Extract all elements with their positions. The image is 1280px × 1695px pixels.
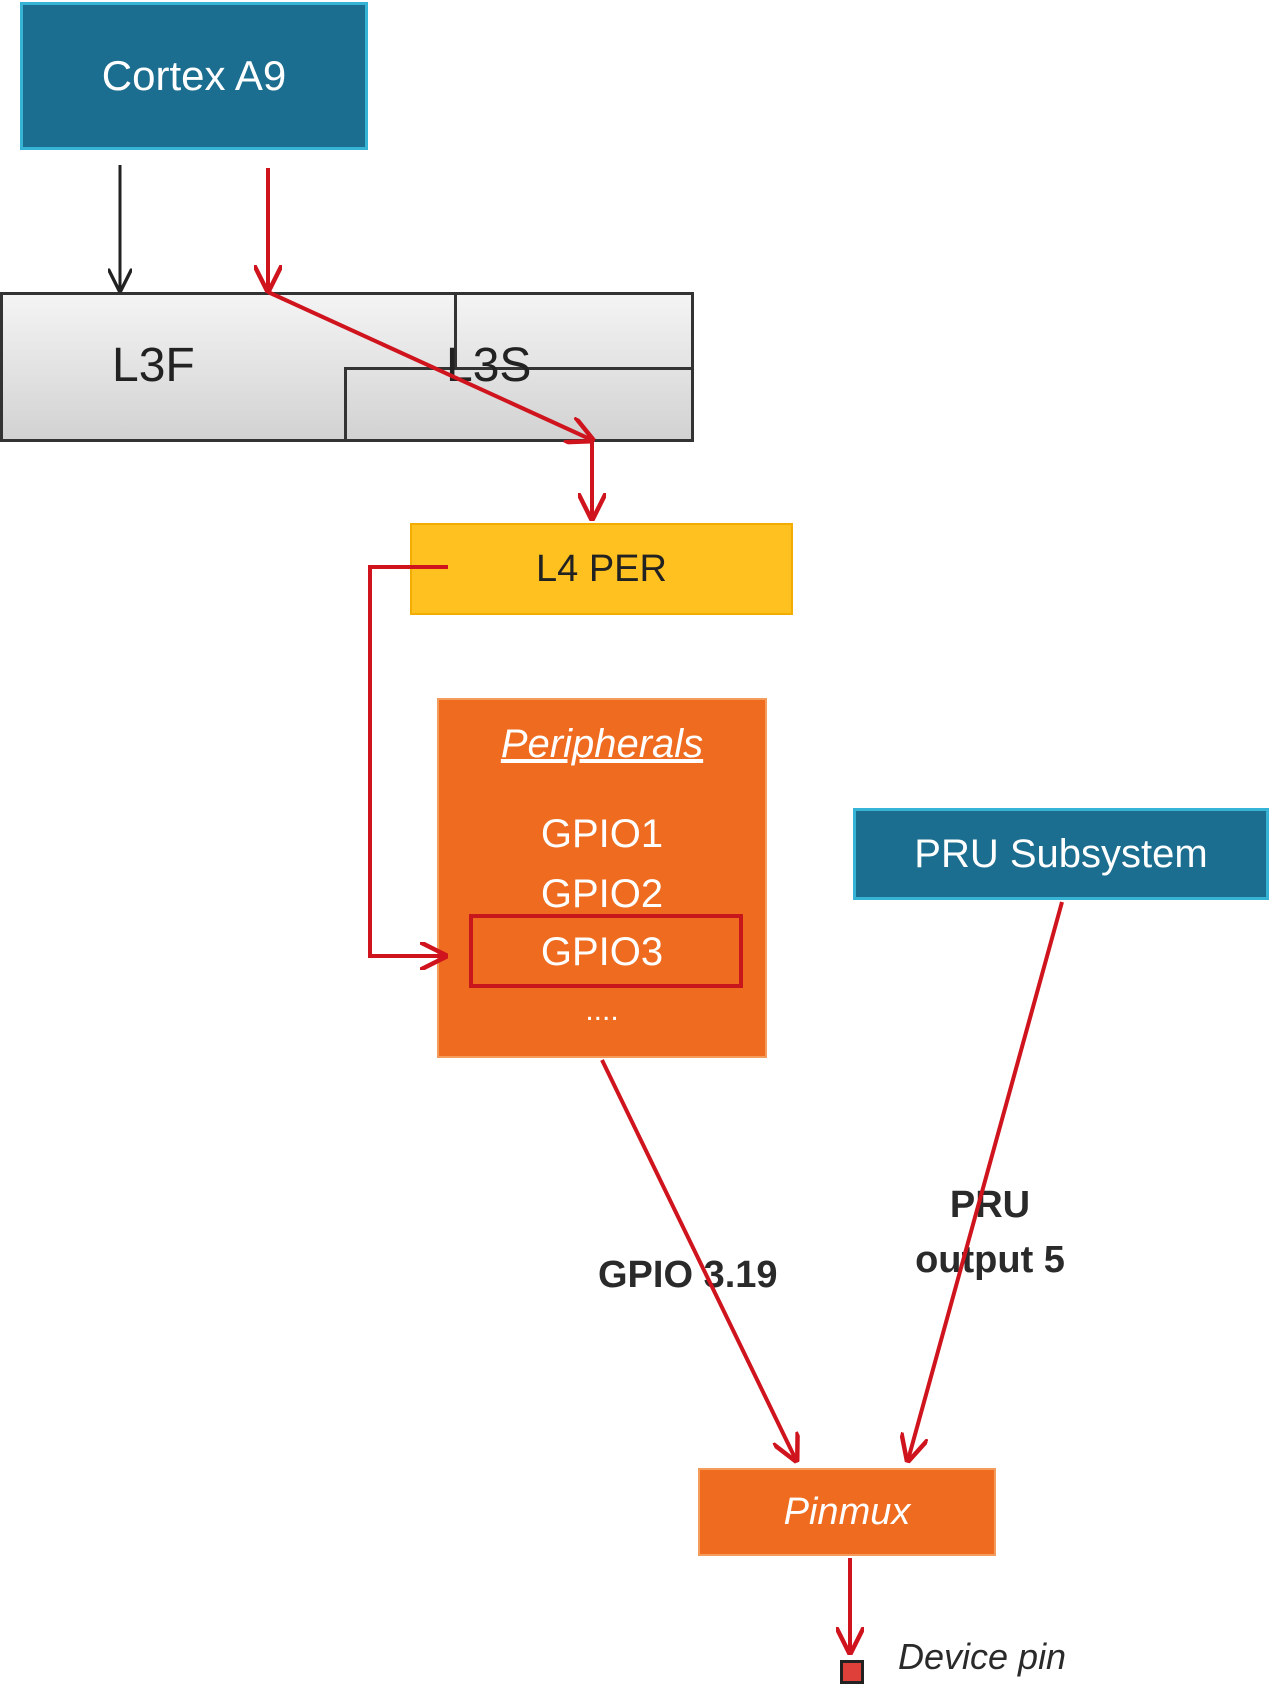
pru-output-label-line2: output 5 — [915, 1239, 1065, 1282]
l3s-label: L3S — [446, 339, 532, 392]
peripherals-ellipsis: .... — [585, 994, 619, 1027]
l4-per-label: L4 PER — [536, 547, 667, 590]
peripherals-node: Peripherals GPIO1 GPIO2 GPIO3 .... — [437, 698, 767, 1058]
pru-subsystem-label: PRU Subsystem — [914, 831, 1208, 876]
gpio2-item: GPIO2 — [540, 872, 664, 916]
l3f-label: L3F — [112, 339, 195, 392]
pinmux-label: Pinmux — [783, 1490, 911, 1533]
gpio3-item: GPIO3 — [540, 930, 664, 974]
gpio-signal-label: GPIO 3.19 — [598, 1254, 778, 1296]
gpio1-item: GPIO1 — [540, 812, 664, 856]
peripherals-title: Peripherals — [500, 722, 704, 766]
pru-output-label-line1: PRU — [949, 1184, 1031, 1226]
device-pin-marker — [840, 1660, 864, 1684]
cortex-a9-label: Cortex A9 — [101, 52, 287, 99]
pru-output-label: PRU output 5 — [880, 1178, 1100, 1288]
pru-subsystem-node: PRU Subsystem — [853, 808, 1269, 900]
device-pin-label: Device pin — [898, 1636, 1067, 1677]
l4-per-node: L4 PER — [410, 523, 793, 615]
pinmux-node: Pinmux — [698, 1468, 996, 1556]
gpio3-highlight — [469, 914, 743, 988]
cortex-a9-node: Cortex A9 — [20, 2, 368, 150]
